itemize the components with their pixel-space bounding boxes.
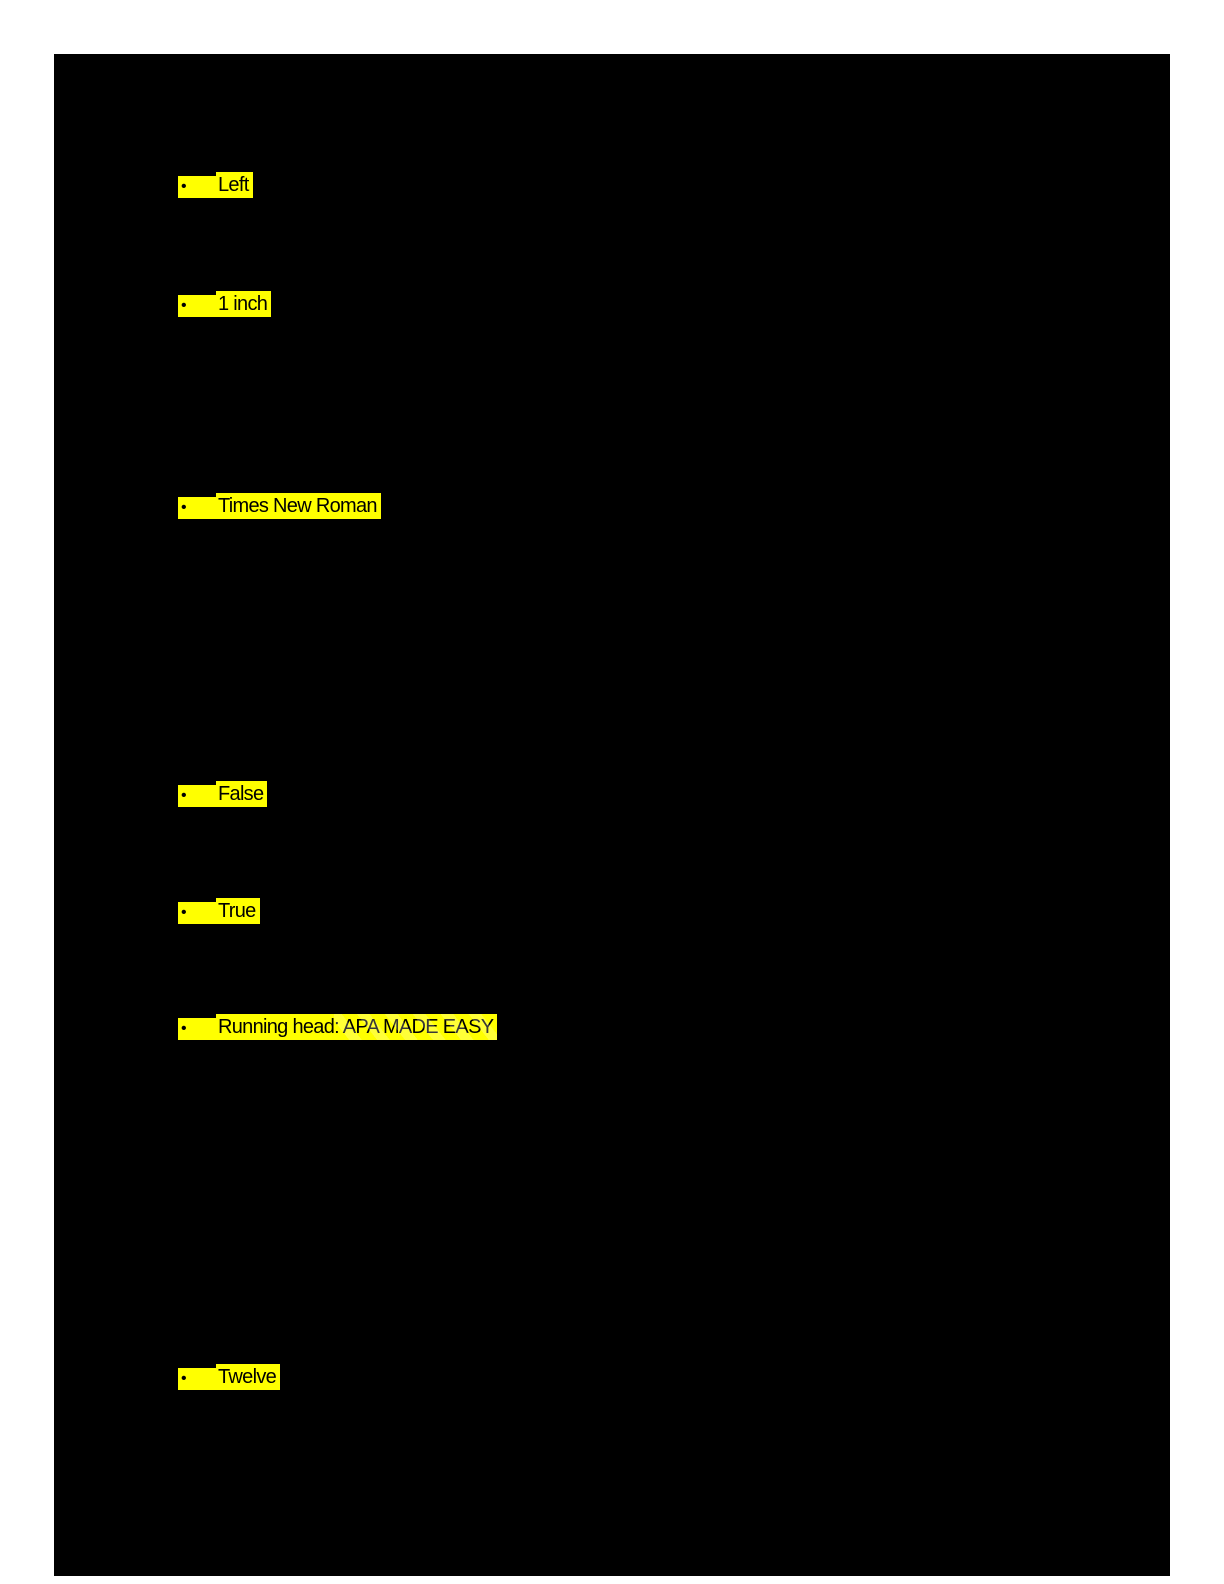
bullet-icon: •	[178, 295, 216, 317]
page-canvas: • Left • 1 inch • Times New Roman • Fals…	[54, 54, 1170, 1576]
answer-twelve: • Twelve	[178, 1364, 281, 1390]
answer-highlight: True	[216, 898, 260, 924]
answer-highlight: Left	[216, 172, 253, 198]
answer-running-head: • Running head: APA MADE EASY	[178, 1014, 498, 1040]
answer-left: • Left	[178, 172, 253, 198]
bullet-glyph: •	[181, 297, 187, 314]
answer-true: • True	[178, 898, 260, 924]
bullet-icon: •	[178, 497, 216, 519]
bullet-glyph: •	[181, 178, 187, 195]
answer-highlight: Times New Roman	[216, 493, 381, 519]
answer-highlight: 1 inch	[216, 291, 272, 317]
answer-highlight: Twelve	[216, 1364, 281, 1390]
bullet-glyph: •	[181, 904, 187, 921]
bullet-icon: •	[178, 1018, 216, 1040]
answer-highlight: Running head: APA MADE EASY	[216, 1014, 498, 1040]
bullet-glyph: •	[181, 787, 187, 804]
answer-false: • False	[178, 781, 268, 807]
bullet-glyph: •	[181, 499, 187, 516]
answer-times-new-roman: • Times New Roman	[178, 493, 381, 519]
bullet-icon: •	[178, 902, 216, 924]
bullet-icon: •	[178, 176, 216, 198]
bullet-icon: •	[178, 785, 216, 807]
answer-1-inch: • 1 inch	[178, 291, 272, 317]
answer-text: Running head: APA MADE EASY	[218, 1016, 494, 1038]
bullet-glyph: •	[181, 1020, 187, 1037]
answer-highlight: False	[216, 781, 268, 807]
bullet-icon: •	[178, 1368, 216, 1390]
bullet-glyph: •	[181, 1370, 187, 1387]
